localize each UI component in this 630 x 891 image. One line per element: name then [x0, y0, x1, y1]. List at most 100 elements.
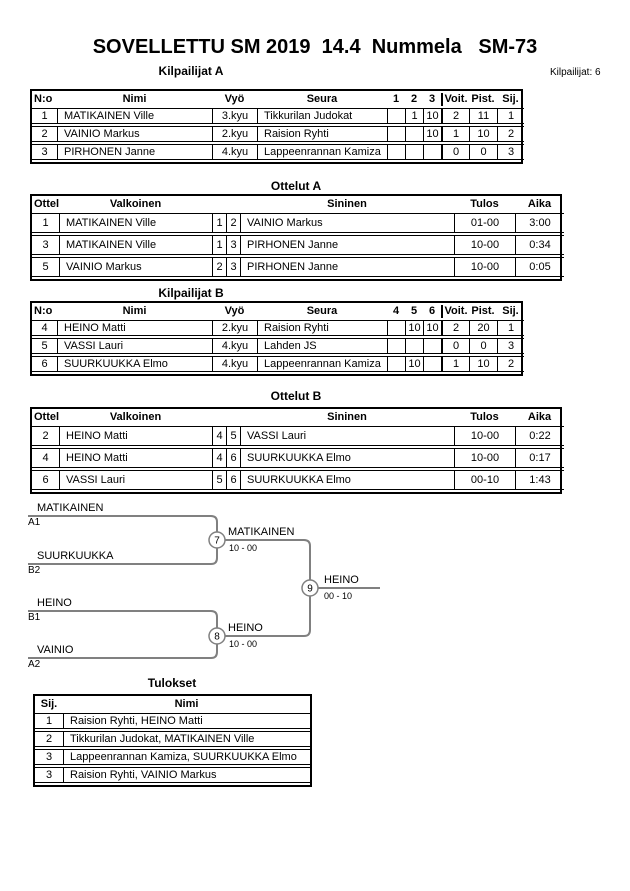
col-no: N:o — [34, 305, 53, 317]
bracket-line — [28, 644, 218, 659]
cell-place: 2 — [35, 731, 63, 747]
cell-place: 2 — [497, 356, 524, 372]
cell-belt: 2.kyu — [212, 320, 257, 336]
table-row: 1 Raision Ryhti, HEINO Matti — [35, 713, 310, 729]
col-club: Seura — [306, 305, 338, 317]
col-wins: Voit. — [441, 93, 469, 106]
bracket-seed: B2 — [28, 565, 41, 576]
cell-no: 2 — [32, 126, 57, 142]
elimination-bracket: 7 8 9 MATIKAINEN A1 SUURKUUKKA B2 MATIKA… — [0, 495, 600, 685]
col-time: Aika — [527, 198, 552, 210]
cell-score: 10-00 — [454, 448, 515, 468]
results-grid: Sij. Nimi 1 Raision Ryhti, HEINO Matti 2… — [35, 696, 310, 785]
bracket-competitor: MATIKAINEN — [37, 502, 104, 514]
cell-match: 4 — [32, 448, 59, 468]
bracket-score: 10 - 00 — [229, 543, 258, 553]
cell-m2 — [405, 338, 423, 354]
cell-name: Lappeenrannan Kamiza, SUURKUUKKA Elmo — [63, 749, 310, 765]
cell-club: Tikkurilan Judokat — [257, 108, 387, 124]
col-m2: 5 — [410, 305, 418, 317]
cell-m2: 10 — [405, 356, 423, 372]
bracket-lines: 7 8 9 — [28, 515, 380, 659]
table-row: 2 VAINIO Markus 2.kyu Raision Ryhti 10 1… — [32, 126, 524, 142]
cell-m2: 1 — [405, 108, 423, 124]
matches-a-grid: Ottelu Valkoinen Sininen Tulos Aika 1 MA… — [32, 196, 564, 279]
bracket-line — [225, 596, 311, 637]
col-blue-no — [226, 198, 240, 211]
pool-b-title: Kilpailijat B — [158, 286, 224, 300]
cell-m3: 10 — [423, 108, 441, 124]
cell-blue: VAINIO Markus — [240, 213, 454, 233]
cell-white: VASSI Lauri — [59, 470, 212, 490]
cell-place: 2 — [497, 126, 524, 142]
cell-time: 0:17 — [515, 448, 564, 468]
cell-name: MATIKAINEN Ville — [57, 108, 212, 124]
results-table: Sij. Nimi 1 Raision Ryhti, HEINO Matti 2… — [33, 694, 312, 787]
cell-place: 1 — [497, 108, 524, 124]
bracket-line — [225, 539, 311, 580]
cell-points: 10 — [469, 126, 497, 142]
match-number: 8 — [214, 632, 220, 643]
cell-match: 6 — [32, 470, 59, 490]
cell-white-no: 2 — [212, 257, 226, 277]
results-title: Tulokset — [147, 676, 197, 690]
table-row: 2 Tikkurilan Judokat, MATIKAINEN Ville — [35, 731, 310, 747]
bracket-score: 10 - 00 — [229, 639, 258, 649]
cell-no: 1 — [32, 108, 57, 124]
cell-blue: PIRHONEN Janne — [240, 257, 454, 277]
pool-a-grid: N:o Nimi Vyö Seura 1 2 3 Voit. Pist. Sij… — [32, 91, 524, 162]
cell-m1 — [387, 338, 405, 354]
cell-club: Raision Ryhti — [257, 320, 387, 336]
cell-white: HEINO Matti — [59, 426, 212, 446]
col-name: Nimi — [122, 93, 147, 105]
col-club: Seura — [306, 93, 338, 105]
cell-club: Lappeenrannan Kamiza — [257, 144, 387, 160]
cell-belt: 4.kyu — [212, 338, 257, 354]
col-place: Sij. — [40, 698, 58, 710]
col-points: Pist. — [471, 305, 495, 317]
cell-blue: VASSI Lauri — [240, 426, 454, 446]
cell-points: 10 — [469, 356, 497, 372]
cell-score: 10-00 — [454, 235, 515, 255]
col-belt: Vyö — [224, 305, 245, 317]
cell-m3 — [423, 144, 441, 160]
table-row: 3 PIRHONEN Janne 4.kyu Lappeenrannan Kam… — [32, 144, 524, 160]
cell-club: Lahden JS — [257, 338, 387, 354]
header-row: Ottelu Valkoinen Sininen Tulos Aika — [32, 411, 564, 424]
cell-blue-no: 3 — [226, 257, 240, 277]
cell-belt: 3.kyu — [212, 108, 257, 124]
pool-b-table: N:o Nimi Vyö Seura 4 5 6 Voit. Pist. Sij… — [30, 301, 524, 376]
cell-white-no: 4 — [212, 448, 226, 468]
cell-place: 3 — [497, 338, 524, 354]
cell-m1 — [387, 108, 405, 124]
table-row: 5 VAINIO Markus 2 3 PIRHONEN Janne 10-00… — [32, 257, 564, 277]
cell-m3 — [423, 338, 441, 354]
bracket-seed: A1 — [28, 517, 41, 528]
header-row: Sij. Nimi — [35, 698, 310, 711]
cell-wins: 1 — [441, 126, 469, 142]
cell-time: 3:00 — [515, 213, 564, 233]
cell-m2 — [405, 126, 423, 142]
match-circle — [301, 579, 319, 597]
cell-score: 10-00 — [454, 426, 515, 446]
col-points: Pist. — [471, 93, 495, 105]
cell-time: 0:34 — [515, 235, 564, 255]
cell-name: Raision Ryhti, HEINO Matti — [63, 713, 310, 729]
match-circle — [208, 531, 226, 549]
matches-b-title: Ottelut B — [270, 389, 322, 403]
cell-match: 5 — [32, 257, 59, 277]
col-place: Sij. — [502, 305, 519, 317]
cell-no: 6 — [32, 356, 57, 372]
col-blue: Sininen — [327, 411, 367, 423]
cell-blue: SUURKUUKKA Elmo — [240, 448, 454, 468]
cell-white: HEINO Matti — [59, 448, 212, 468]
cell-club: Raision Ryhti — [257, 126, 387, 142]
bracket-winner: MATIKAINEN — [228, 526, 295, 538]
cell-m1 — [387, 144, 405, 160]
cell-blue: PIRHONEN Janne — [240, 235, 454, 255]
matches-a-table: Ottelu Valkoinen Sininen Tulos Aika 1 MA… — [30, 194, 564, 281]
cell-name: VAINIO Markus — [57, 126, 212, 142]
cell-place: 3 — [35, 767, 63, 783]
cell-belt: 4.kyu — [212, 356, 257, 372]
